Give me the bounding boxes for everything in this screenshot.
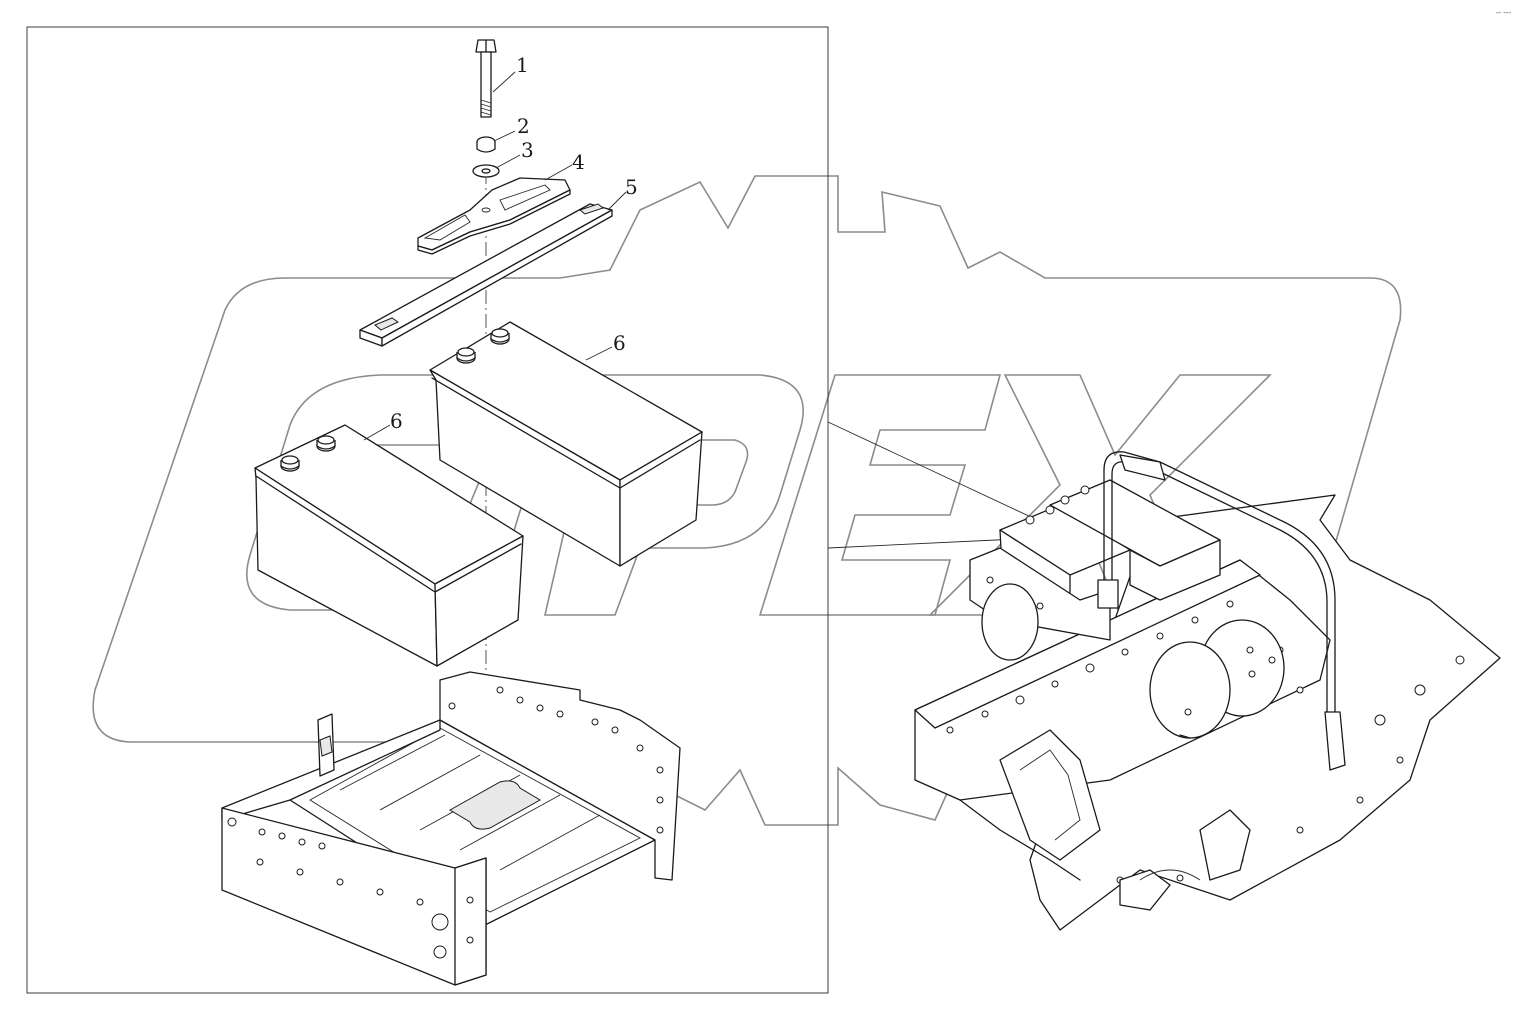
- suspension-bracket: [999, 729, 1101, 861]
- watermark-letter-p: [543, 374, 804, 616]
- air-tank-left: [981, 583, 1039, 661]
- callout-labels: 1 2 3 4 5 6 6: [390, 53, 638, 433]
- part-2-nut: [476, 136, 496, 153]
- part-5-holddown-strap: [359, 203, 613, 347]
- part-4-clamp-plate: [417, 177, 571, 255]
- detail-frame: [26, 26, 829, 994]
- callout-3: 3: [521, 138, 534, 162]
- part-3-washer: [472, 164, 500, 178]
- battery-tray: [221, 671, 681, 986]
- part-6-battery-rear: [429, 321, 703, 567]
- callout-5: 5: [625, 175, 638, 199]
- part-1-bolt: [475, 39, 497, 118]
- callout-4: 4: [572, 150, 585, 174]
- corner-mark: -- ---: [1496, 9, 1511, 17]
- callout-6-front: 6: [390, 409, 403, 433]
- callout-leaders: [363, 71, 627, 441]
- part-6-battery-front: [254, 424, 524, 667]
- callout-1: 1: [516, 53, 529, 77]
- callout-6-rear: 6: [613, 331, 626, 355]
- chassis-location-view: [827, 421, 1501, 931]
- watermark-letter-e: [758, 374, 1002, 616]
- callout-2: 2: [517, 114, 530, 138]
